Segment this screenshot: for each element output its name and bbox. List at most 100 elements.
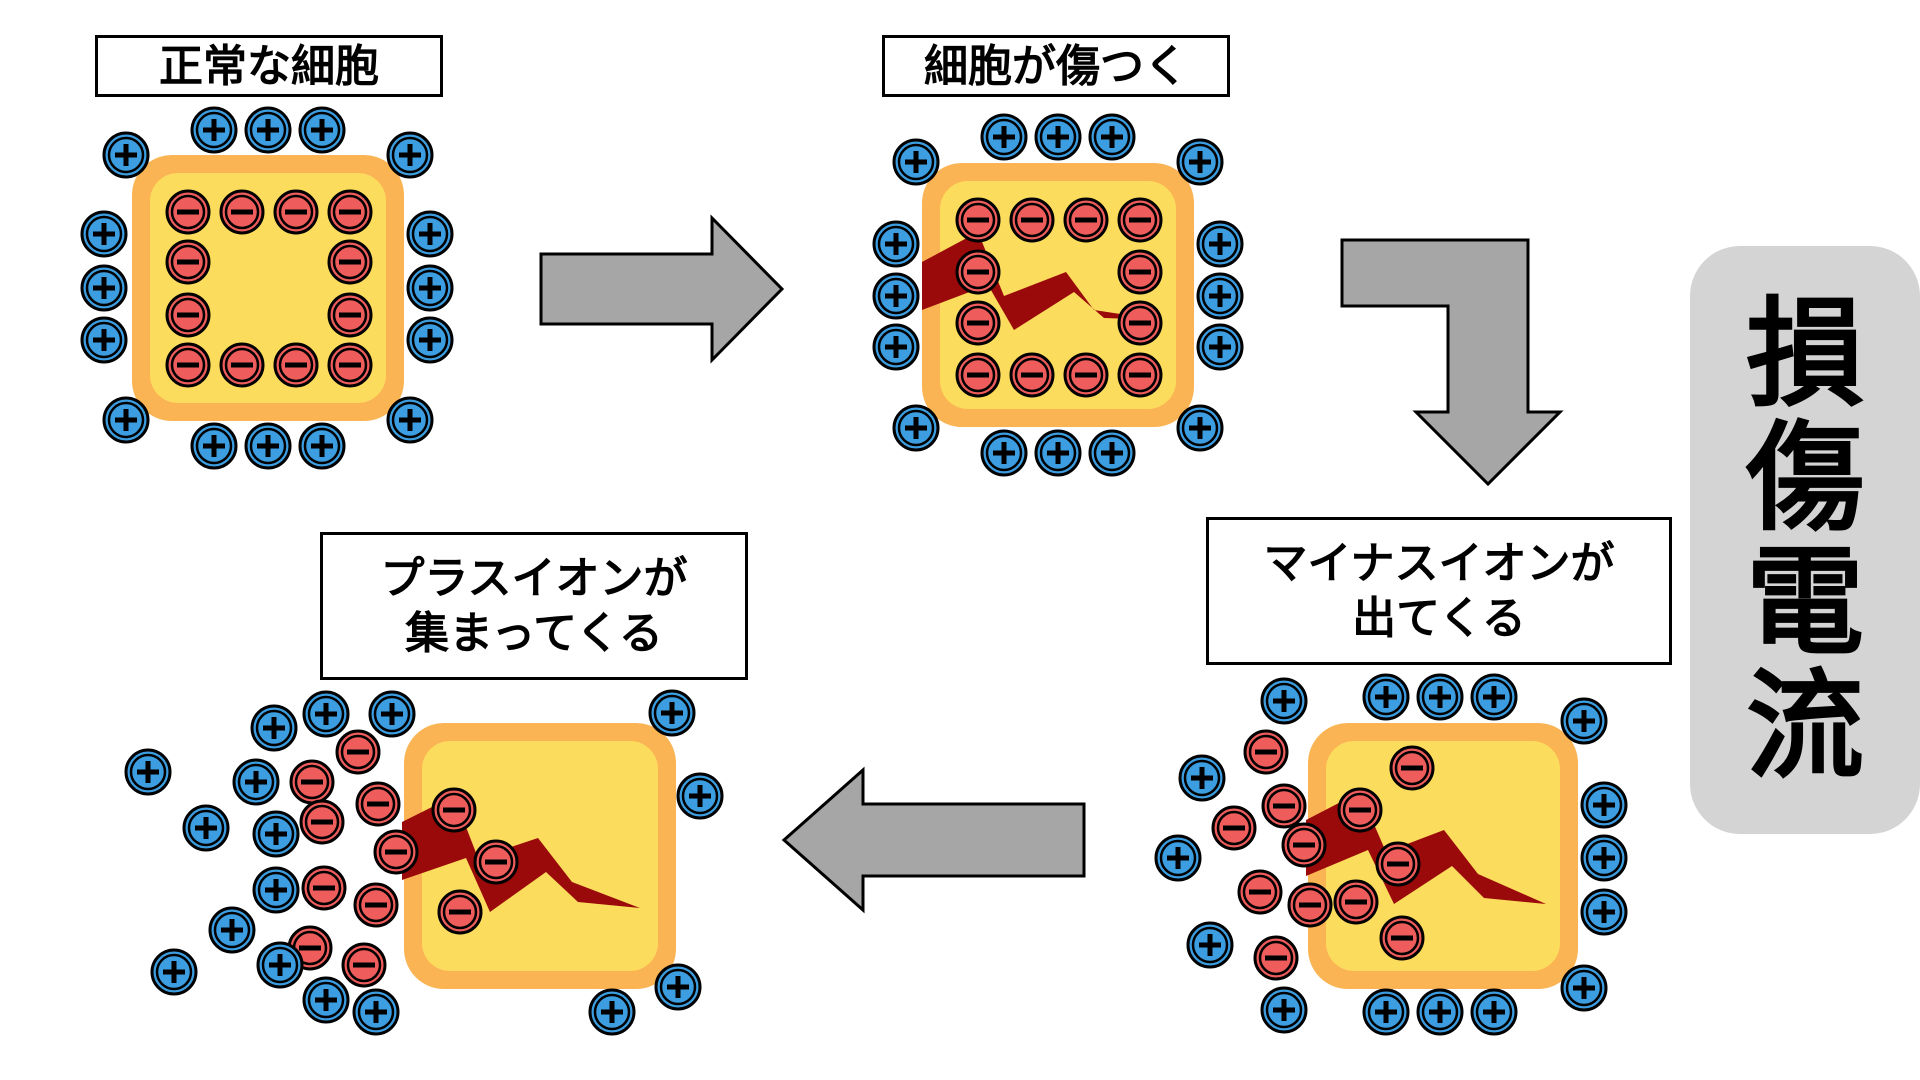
minus-ion-icon xyxy=(1287,882,1333,928)
plus-ion-icon xyxy=(102,131,150,179)
plus-ion-icon xyxy=(406,316,454,364)
plus-ion-icon xyxy=(1088,429,1136,477)
label-cell-damaged-text: 細胞が傷つく xyxy=(924,40,1188,92)
minus-ion-icon xyxy=(165,239,211,285)
plus-ion-icon xyxy=(1034,429,1082,477)
plus-ion-icon xyxy=(872,323,920,371)
plus-ion-icon xyxy=(980,113,1028,161)
minus-ion-icon xyxy=(1375,841,1421,887)
plus-ion-icon xyxy=(406,210,454,258)
plus-ion-icon xyxy=(872,220,920,268)
plus-ion-icon xyxy=(1260,986,1308,1034)
minus-ion-icon xyxy=(1117,300,1163,346)
minus-ion-icon xyxy=(165,189,211,235)
minus-ion-icon xyxy=(355,781,401,827)
minus-ion-icon xyxy=(955,352,1001,398)
minus-ion-icon xyxy=(273,189,319,235)
label-normal-cell: 正常な細胞 xyxy=(95,35,443,97)
term-char-2: 傷 xyxy=(1745,409,1864,547)
arrow-icon xyxy=(1340,238,1564,487)
plus-ion-icon xyxy=(124,748,172,796)
plus-ion-icon xyxy=(1416,673,1464,721)
minus-ion-icon xyxy=(1211,805,1257,851)
minus-ion-icon xyxy=(1253,935,1299,981)
flow-arrows xyxy=(539,214,1564,914)
minus-ion-icon xyxy=(273,342,319,388)
plus-ion-icon xyxy=(252,810,300,858)
minus-ion-icon xyxy=(955,249,1001,295)
label-cell-damaged: 細胞が傷つく xyxy=(882,35,1230,97)
plus-ion-icon xyxy=(1416,988,1464,1036)
minus-ion-icon xyxy=(1261,783,1307,829)
minus-ion-icon xyxy=(219,189,265,235)
plus-ion-icon xyxy=(352,988,400,1036)
minus-ion-icon xyxy=(1063,197,1109,243)
minus-ion-icon xyxy=(165,342,211,388)
plus-ion-icon xyxy=(1362,673,1410,721)
plus-ion-icon xyxy=(386,131,434,179)
minus-ion-icon xyxy=(955,197,1001,243)
plus-ion-icon xyxy=(648,689,696,737)
minus-ion-icon xyxy=(1389,745,1435,791)
plus-ion-icon xyxy=(1176,404,1224,452)
plus-ion-icon xyxy=(80,210,128,258)
label-minus-ions-line2: 出てくる xyxy=(1352,593,1526,644)
plus-ion-icon xyxy=(1178,754,1226,802)
plus-ion-icon xyxy=(298,422,346,470)
minus-ion-icon xyxy=(1333,879,1379,925)
plus-ion-icon xyxy=(1186,921,1234,969)
ions xyxy=(80,106,1628,1036)
plus-ion-icon xyxy=(150,948,198,996)
plus-ion-icon xyxy=(190,422,238,470)
minus-ion-icon xyxy=(1237,869,1283,915)
plus-ion-icon xyxy=(406,264,454,312)
plus-ion-icon xyxy=(1470,988,1518,1036)
minus-ion-icon xyxy=(353,882,399,928)
minus-ion-icon xyxy=(1117,249,1163,295)
term-char-1: 損 xyxy=(1745,285,1864,423)
plus-ion-icon xyxy=(182,804,230,852)
plus-ion-icon xyxy=(80,316,128,364)
plus-ion-icon xyxy=(1176,138,1224,186)
plus-ion-icon xyxy=(980,429,1028,477)
minus-ion-icon xyxy=(1243,729,1289,775)
minus-ion-icon xyxy=(165,292,211,338)
minus-ion-icon xyxy=(289,759,335,805)
arrow-icon xyxy=(539,214,785,364)
plus-ion-icon xyxy=(386,396,434,444)
plus-ion-icon xyxy=(102,396,150,444)
minus-ion-icon xyxy=(955,300,1001,346)
arrow-icon xyxy=(781,766,1086,914)
label-plus-ions: プラスイオンが 集まってくる xyxy=(320,532,748,680)
label-normal-cell-text: 正常な細胞 xyxy=(159,40,379,92)
minus-ion-icon xyxy=(335,729,381,775)
plus-ion-icon xyxy=(302,690,350,738)
plus-ion-icon xyxy=(250,704,298,752)
plus-ion-icon xyxy=(1580,781,1628,829)
minus-ion-icon xyxy=(1281,822,1327,868)
plus-ion-icon xyxy=(190,106,238,154)
label-minus-ions-line1: マイナスイオンが xyxy=(1263,538,1615,589)
plus-ion-icon xyxy=(302,976,350,1024)
minus-ion-icon xyxy=(1063,352,1109,398)
minus-ion-icon xyxy=(327,342,373,388)
minus-ion-icon xyxy=(327,189,373,235)
plus-ion-icon xyxy=(1154,834,1202,882)
plus-ion-icon xyxy=(1088,113,1136,161)
plus-ion-icon xyxy=(1362,988,1410,1036)
plus-ion-icon xyxy=(1560,697,1608,745)
plus-ion-icon xyxy=(80,264,128,312)
term-char-4: 流 xyxy=(1745,657,1864,795)
label-minus-ions: マイナスイオンが 出てくる xyxy=(1206,517,1672,665)
label-plus-ions-line2: 集まってくる xyxy=(405,608,663,659)
minus-ion-icon xyxy=(1337,787,1383,833)
minus-ion-icon xyxy=(431,787,477,833)
plus-ion-icon xyxy=(1196,272,1244,320)
plus-ion-icon xyxy=(1470,673,1518,721)
plus-ion-icon xyxy=(1034,113,1082,161)
minus-ion-icon xyxy=(299,799,345,845)
term-char-3: 電 xyxy=(1745,533,1864,671)
minus-ion-icon xyxy=(1117,352,1163,398)
minus-ion-icon xyxy=(1379,915,1425,961)
